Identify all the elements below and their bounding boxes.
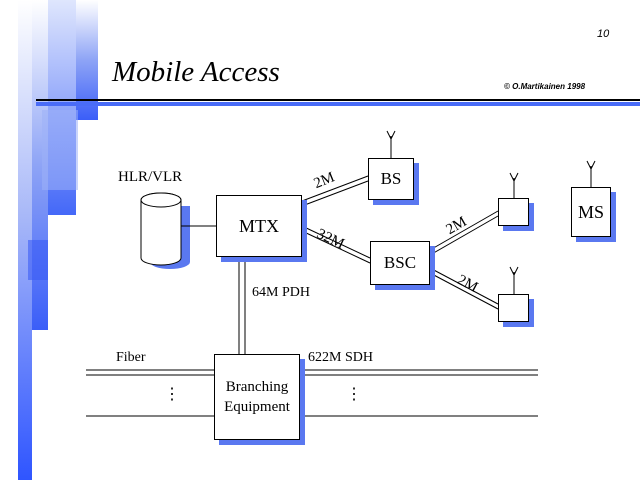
- bts-upper-antenna-icon: [509, 172, 519, 198]
- bts-upper-box: [498, 198, 529, 226]
- pdh-link-label: 64M PDH: [252, 285, 310, 300]
- bs-box: BS: [368, 158, 414, 200]
- fiber-ellipsis-left: ⋮: [164, 386, 180, 403]
- slide-title: Mobile Access: [112, 56, 280, 88]
- bsc-box: BSC: [370, 241, 430, 285]
- branching-equipment-box: Branching Equipment: [214, 354, 300, 440]
- bs-label: BS: [380, 169, 402, 188]
- title-underline-shadow: [36, 102, 640, 106]
- bs-antenna-icon: [386, 130, 396, 158]
- fiber-label: Fiber: [116, 350, 146, 365]
- sdh-label: 622M SDH: [308, 350, 373, 365]
- ms-antenna-icon: [586, 160, 596, 187]
- branching-label-line2: Equipment: [224, 399, 290, 415]
- mtx-box: MTX: [216, 195, 302, 257]
- title-underline: [36, 99, 640, 101]
- ms-label: MS: [577, 201, 604, 222]
- mtx-label: MTX: [239, 215, 279, 236]
- bsc-bts-lower-link: [429, 267, 499, 310]
- bts-lower-antenna-icon: [509, 266, 519, 294]
- fiber-ellipsis-right: ⋮: [346, 386, 362, 403]
- page-number: 10: [597, 28, 610, 40]
- bsc-bts-upper-link: [429, 210, 499, 256]
- copyright-notice: © O.Martikainen 1998: [504, 82, 586, 91]
- fiber-sdh-lines: [86, 369, 538, 417]
- bts-lower-box: [498, 294, 529, 322]
- bsc-label: BSC: [383, 253, 417, 272]
- mtx-bs-link: [301, 175, 369, 207]
- decorative-side-bars: [18, 0, 98, 480]
- ms-box: MS: [571, 187, 611, 237]
- pdh-link: [238, 257, 246, 354]
- mtx-bsc-link: [301, 225, 371, 264]
- hlr-vlr-database-icon: [140, 192, 190, 269]
- branching-label-line1: Branching: [225, 379, 289, 395]
- hlr-vlr-label: HLR/VLR: [118, 169, 183, 185]
